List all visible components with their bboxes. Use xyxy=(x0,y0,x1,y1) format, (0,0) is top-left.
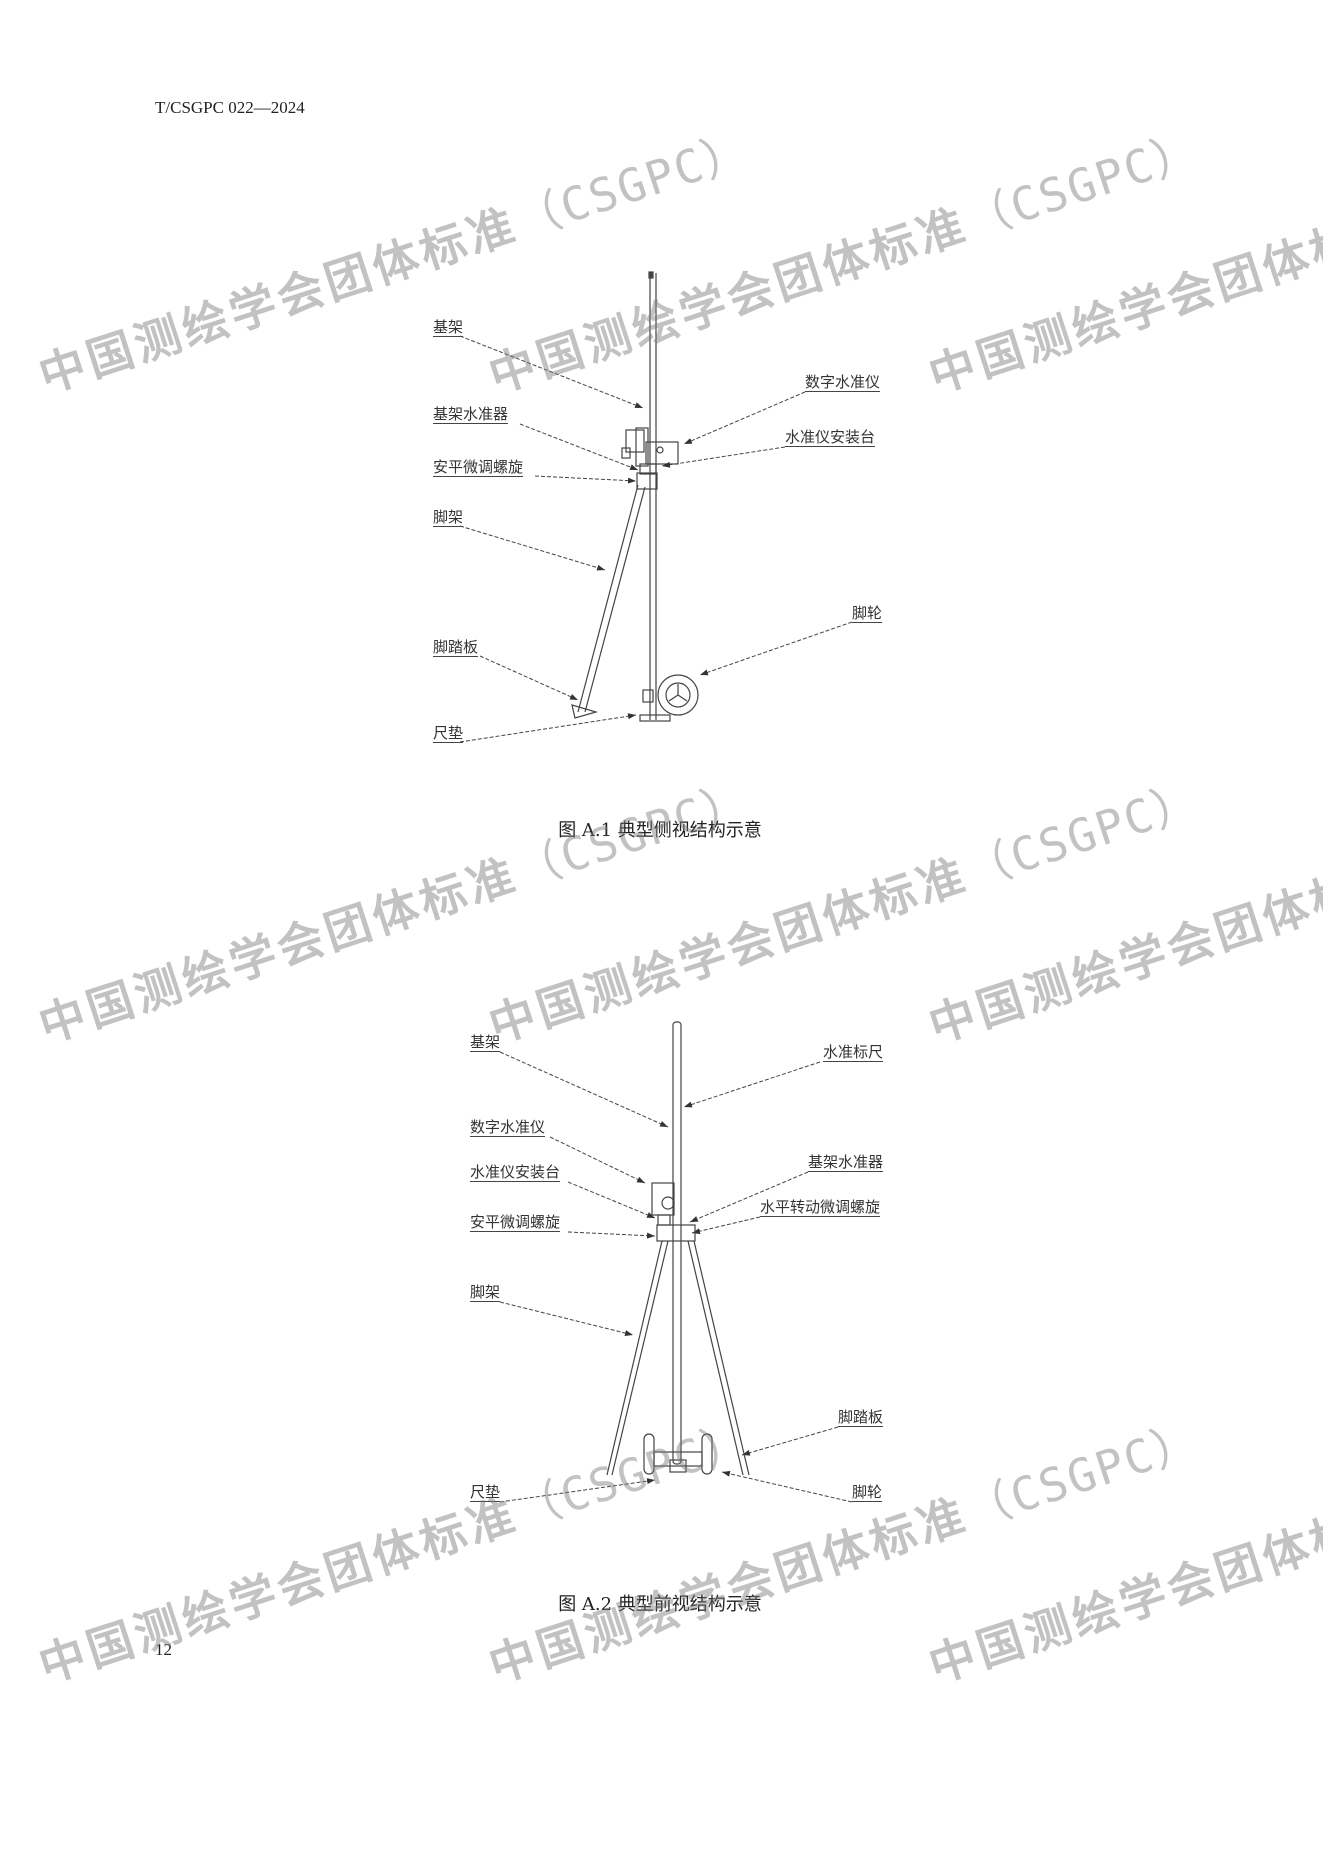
label-base-frame: 基架 xyxy=(470,1033,501,1052)
label-base-level: 基架水准器 xyxy=(808,1153,884,1172)
label-mount-platform: 水准仪安装台 xyxy=(785,428,876,447)
label-digital-level: 数字水准仪 xyxy=(470,1118,546,1137)
label-tripod: 脚架 xyxy=(470,1283,501,1302)
figure-2-caption: 图 A.2 典型前视结构示意 xyxy=(558,1594,762,1615)
label-leveling-screw: 安平微调螺旋 xyxy=(433,458,524,477)
label-mount-platform: 水准仪安装台 xyxy=(470,1163,561,1182)
figure-1-caption: 图 A.1 典型侧视结构示意 xyxy=(558,820,762,841)
label-staff-pad: 尺垫 xyxy=(433,724,464,743)
label-digital-level: 数字水准仪 xyxy=(805,373,881,392)
figure-2-structure xyxy=(606,1021,750,1476)
label-wheel: 脚轮 xyxy=(852,604,883,623)
document-code: T/CSGPC 022—2024 xyxy=(155,98,305,117)
label-foot-pedal: 脚踏板 xyxy=(433,638,479,657)
page-number: 12 xyxy=(155,1640,172,1659)
label-staff-pad: 尺垫 xyxy=(470,1483,501,1502)
label-wheel: 脚轮 xyxy=(852,1483,883,1502)
label-base-frame: 基架 xyxy=(433,318,464,337)
label-leveling-screw: 安平微调螺旋 xyxy=(470,1213,561,1232)
label-tripod: 脚架 xyxy=(433,508,464,527)
label-foot-pedal: 脚踏板 xyxy=(838,1408,884,1427)
label-horizontal-screw: 水平转动微调螺旋 xyxy=(760,1198,881,1217)
label-base-level: 基架水准器 xyxy=(433,405,509,424)
label-leveling-staff: 水准标尺 xyxy=(823,1043,884,1062)
